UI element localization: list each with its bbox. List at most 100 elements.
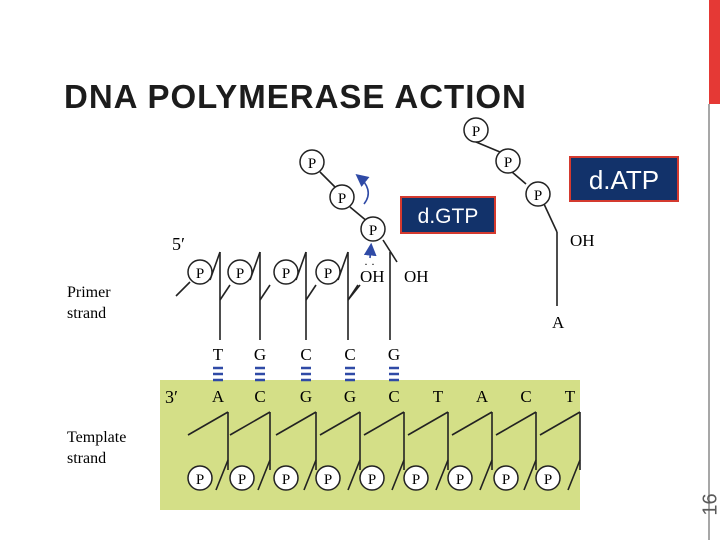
primer-3-oh-right: OH (404, 267, 429, 286)
svg-text:P: P (308, 156, 316, 172)
template-phosphate: P (493, 465, 519, 491)
template-backbone-link (347, 459, 361, 491)
svg-text:P: P (368, 472, 376, 488)
svg-text:P: P (338, 191, 346, 207)
primer-backbone-link (347, 284, 361, 301)
primer-base: C (344, 345, 355, 364)
nucleophilic-attack-arrow (363, 242, 377, 259)
dgtp-phosphate-group: P P P (299, 149, 386, 242)
primer-backbone-link (259, 284, 271, 301)
svg-text:P: P (282, 266, 290, 282)
template-base: A (476, 387, 489, 406)
template-phosphate: P (403, 465, 429, 491)
template-base: T (433, 387, 444, 406)
datp-base: A (552, 313, 565, 332)
five-prime-label: 5′ (172, 234, 185, 254)
template-base: G (344, 387, 356, 406)
template-backbone-segment (275, 411, 317, 436)
template-phosphate: P (273, 465, 299, 491)
template-phosphate: P (315, 465, 341, 491)
primer-3-oh-left: OH (360, 267, 385, 286)
svg-text:P: P (369, 223, 377, 239)
template-base: C (254, 387, 265, 406)
datp-label: d.ATP (589, 165, 659, 195)
primer-phosphate: P (315, 259, 341, 285)
template-strand-label-line2: strand (67, 450, 106, 467)
oh-lone-pair-dots: · · (364, 257, 375, 271)
template-phosphate: P (535, 465, 561, 491)
primer-base: G (254, 345, 266, 364)
three-prime-label: 3′ (165, 387, 178, 407)
dgtp-triphosphate-bonds (319, 171, 398, 263)
template-backbone-segment (319, 411, 361, 436)
svg-text:P: P (534, 188, 542, 204)
datp-label-box: d.ATP (569, 156, 679, 202)
template-phosphate: P (359, 465, 385, 491)
primer-phosphate: P (273, 259, 299, 285)
template-backbone-segment (407, 411, 449, 436)
svg-text:P: P (282, 472, 290, 488)
primer-backbone-start (175, 281, 191, 297)
template-backbone-link (567, 459, 581, 491)
template-backbone-link (257, 459, 271, 491)
template-backbone-segment (539, 411, 581, 436)
template-base: T (565, 387, 576, 406)
primer-phosphate: P (187, 259, 213, 285)
svg-text:P: P (238, 472, 246, 488)
primer-strand-label-line1: Primer (67, 284, 111, 301)
svg-text:P: P (456, 472, 464, 488)
primer-strand-label-line2: strand (67, 305, 106, 322)
svg-text:P: P (502, 472, 510, 488)
template-backbone (187, 411, 581, 491)
template-phosphate: P (229, 465, 255, 491)
primer-backbone-link (305, 284, 317, 301)
accent-bar (709, 0, 720, 104)
template-backbone-link (479, 459, 493, 491)
template-backbone-link (215, 459, 229, 491)
svg-text:P: P (324, 266, 332, 282)
primer-phosphate: P (227, 259, 253, 285)
template-base: A (212, 387, 225, 406)
svg-text:P: P (472, 124, 480, 140)
primer-base: T (213, 345, 224, 364)
svg-text:P: P (544, 472, 552, 488)
svg-text:P: P (196, 266, 204, 282)
svg-text:P: P (504, 155, 512, 171)
datp-phosphate-group: P P P (463, 117, 551, 207)
template-backbone-segment (495, 411, 537, 436)
dgtp-label-box: d.GTP (400, 196, 496, 234)
template-backbone-link (391, 459, 405, 491)
template-base: G (300, 387, 312, 406)
primer-backbone-link (219, 284, 231, 301)
template-backbone-link (435, 459, 449, 491)
datp-bonds (475, 141, 558, 306)
side-rule (708, 104, 710, 540)
primer-base: G (388, 345, 400, 364)
template-base: C (520, 387, 531, 406)
pyrophosphate-release-arrow (355, 173, 370, 205)
template-phosphate: P (187, 465, 213, 491)
template-base: C (388, 387, 399, 406)
svg-text:P: P (324, 472, 332, 488)
template-backbone-segment (363, 411, 405, 436)
template-phosphate: P (447, 465, 473, 491)
base-pair-bonds (213, 366, 399, 382)
template-backbone-segment (451, 411, 493, 436)
svg-text:P: P (236, 266, 244, 282)
slide-title: DNA POLYMERASE ACTION (64, 78, 527, 115)
datp-oh: OH (570, 231, 595, 250)
template-backbone-link (303, 459, 317, 491)
template-backbone-segment (187, 411, 229, 436)
template-backbone-link (523, 459, 537, 491)
template-backbone-segment (229, 411, 271, 436)
svg-text:P: P (412, 472, 420, 488)
dgtp-label: d.GTP (418, 205, 479, 228)
template-strand-label-line1: Template (67, 429, 126, 446)
primer-base: C (300, 345, 311, 364)
svg-text:P: P (196, 472, 204, 488)
